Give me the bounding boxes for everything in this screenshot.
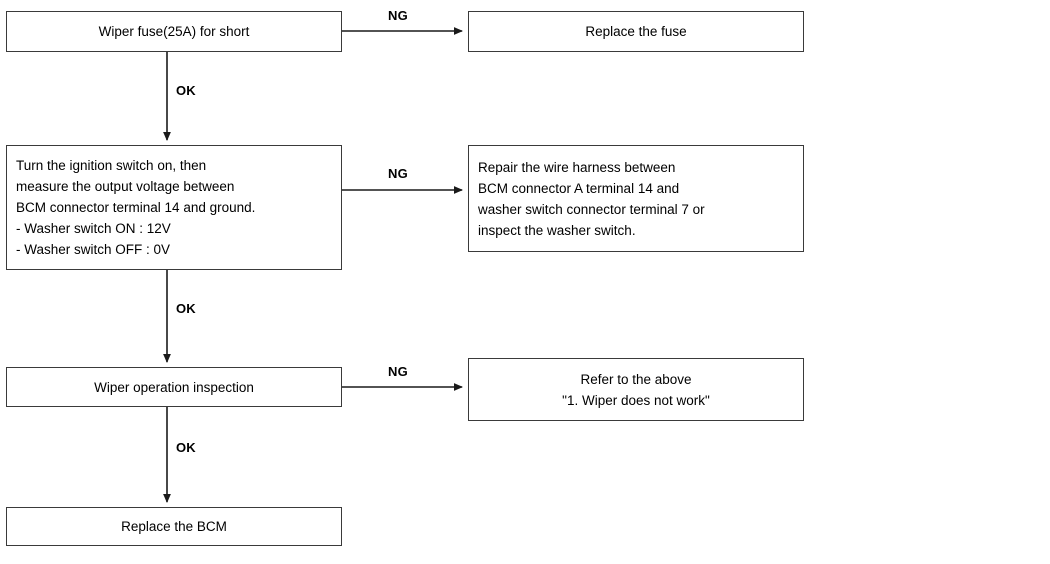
node-check-fuse-label: Wiper fuse(25A) for short (98, 24, 250, 39)
node-refer-above-label: Refer to the above "1. Wiper does not wo… (562, 371, 710, 408)
node-check-fuse[interactable]: Wiper fuse(25A) for short (6, 11, 342, 52)
node-refer-above[interactable]: Refer to the above "1. Wiper does not wo… (468, 358, 804, 421)
node-replace-bcm-label: Replace the BCM (121, 519, 227, 534)
node-measure-voltage[interactable]: Turn the ignition switch on, then measur… (6, 145, 342, 270)
node-replace-fuse-label: Replace the fuse (585, 24, 687, 39)
node-measure-voltage-label: Turn the ignition switch on, then measur… (16, 158, 256, 257)
node-replace-fuse[interactable]: Replace the fuse (468, 11, 804, 52)
node-wiper-operation-inspection-label: Wiper operation inspection (94, 379, 254, 395)
node-wiper-operation-inspection[interactable]: Wiper operation inspection (6, 367, 342, 407)
node-replace-bcm[interactable]: Replace the BCM (6, 507, 342, 546)
edge-label-ng-1: NG (388, 8, 408, 23)
edge-label-ng-2: NG (388, 166, 408, 181)
edge-label-ng-3: NG (388, 364, 408, 379)
edge-label-ok-2: OK (176, 301, 196, 316)
edge-label-ok-3: OK (176, 440, 196, 455)
edge-label-ok-1: OK (176, 83, 196, 98)
node-repair-harness-label: Repair the wire harness between BCM conn… (478, 159, 705, 238)
node-repair-harness[interactable]: Repair the wire harness between BCM conn… (468, 145, 804, 252)
